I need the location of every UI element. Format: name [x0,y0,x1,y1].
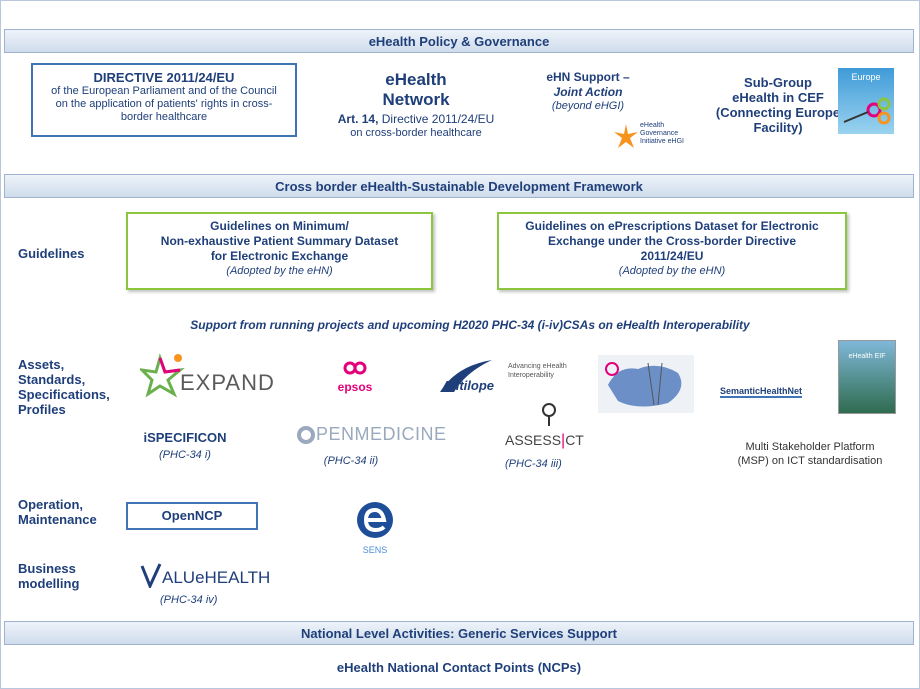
section-business: Business modelling [18,561,80,591]
msp-line1: Multi Stakeholder Platform [745,441,875,453]
valuehealth-v-icon [140,563,162,588]
guideline1-line1: Guidelines on Minimum/ [210,219,349,233]
europe-map-image [598,355,694,413]
section-assets: Assets, Standards, Specifications, Profi… [18,357,110,417]
directive-title: DIRECTIVE 2011/24/EU [93,70,235,85]
framework-band: Cross border eHealth-Sustainable Develop… [4,174,914,198]
ehealth-network: eHealth Network Art. 14, Directive 2011/… [326,70,506,140]
subgroup-2: eHealth in CEF [732,90,824,105]
guideline2-line3: 2011/24/EU [640,249,704,263]
guideline2-adopted: (Adopted by the eHN) [618,265,726,277]
network-art-rest: Directive 2011/24/EU [378,112,495,126]
sens-logo: SENS [352,500,398,555]
eif-book-title: eHealth EIF [848,353,886,360]
ehn-support-2: Joint Action [553,85,623,99]
section-guidelines: Guidelines [18,246,85,261]
epsos-text: epsos [337,380,373,394]
expand-star-icon [140,353,185,398]
subgroup-3: (Connecting Europe [715,105,841,120]
assess-text: ASSESS [505,432,562,448]
ehgi-star-icon [614,124,638,148]
sens-e-icon [357,502,393,538]
network-title-1: eHealth [385,70,447,89]
directive-box: DIRECTIVE 2011/24/EU of the European Par… [31,63,297,137]
semantichealthnet-logo: SemanticHealthNet [720,386,803,398]
ncp-text: eHealth National Contact Points (NCPs) [336,660,582,675]
antilope-text: Antilope [442,378,494,393]
valuehealth-logo: ALUeHEALTH (PHC-34 iv) [140,562,280,606]
openmedicine-text: PENMEDICINE [316,424,447,444]
guideline-patient-summary: Guidelines on Minimum/ Non-exhaustive Pa… [126,212,433,290]
network-sub: on cross-border healthcare [350,127,482,139]
expand-logo: EXPAND [140,350,275,402]
subgroup-cef: Sub-Group eHealth in CEF (Connecting Eur… [708,75,848,135]
guideline2-line1: Guidelines on ePrescriptions Dataset for… [525,219,819,233]
assess-ct-icon [542,403,556,426]
antilope-tag: Advancing eHealth Interoperability [508,363,567,379]
valuehealth-text: ALUeHEALTH [162,568,271,587]
ehgi-logo: eHealth Governance Initiative eHGI [610,118,690,156]
openncp-box: OpenNCP [126,502,258,530]
ehn-support-3: (beyond eHGI) [551,100,625,112]
guideline1-line2: Non-exhaustive Patient Summary Dataset [160,234,399,248]
assess-ct-text: CT [565,432,584,448]
policy-band: eHealth Policy & Governance [4,29,914,53]
guideline1-adopted: (Adopted by the eHN) [226,265,333,277]
msp-line2: (MSP) on ICT standardisation [737,455,883,467]
ispecificon-phc: (PHC-34 i) [159,449,211,461]
openmedicine-phc: (PHC-34 ii) [323,455,379,467]
network-art: Art. 14, [337,112,379,126]
eif-book-image: eHealth EIF [838,340,896,414]
sens-text: SENS [362,545,388,555]
epsos-icon [343,361,367,375]
epsos-logo: epsos [330,360,380,393]
openmedicine-o-icon [297,425,315,444]
assess-ct: ASSESS|CT (PHC-34 iii) [505,402,595,470]
ehgi-text: eHealth Governance Initiative eHGI [640,122,684,145]
ispecificon: iSPECIFICON (PHC-34 i) [130,430,240,461]
guideline-eprescriptions: Guidelines on ePrescriptions Dataset for… [497,212,847,290]
msp-text: Multi Stakeholder Platform (MSP) on ICT … [720,440,900,468]
guideline1-line3: for Electronic Exchange [210,249,349,263]
cef-badge-text: Europe [851,72,881,82]
connector-icon [843,97,891,125]
antilope-logo: Antilope Advancing eHealth Interoperabil… [436,356,576,400]
network-title-2: Network [382,90,450,109]
national-band: National Level Activities: Generic Servi… [4,621,914,645]
subgroup-1: Sub-Group [744,75,812,90]
section-operation: Operation, Maintenance [18,497,97,527]
assess-phc: (PHC-34 iii) [505,458,562,470]
cef-logo: Europe [838,68,894,134]
valuehealth-phc: (PHC-34 iv) [160,594,218,606]
ispecificon-text: iSPECIFICON [143,430,227,445]
ehn-support-1: eHN Support – [546,70,630,84]
map-icon [598,355,694,413]
openmedicine: PENMEDICINE (PHC-34 ii) [296,424,466,467]
expand-text: EXPAND [180,370,275,395]
directive-text: of the European Parliament and of the Co… [51,85,277,123]
ehn-support: eHN Support – Joint Action (beyond eHGI) [528,70,648,113]
subgroup-4: Facility) [753,120,803,135]
guideline2-line2: Exchange under the Cross-border Directiv… [547,234,797,248]
antilope-icon [440,360,492,392]
support-line: Support from running projects and upcomi… [190,318,750,332]
